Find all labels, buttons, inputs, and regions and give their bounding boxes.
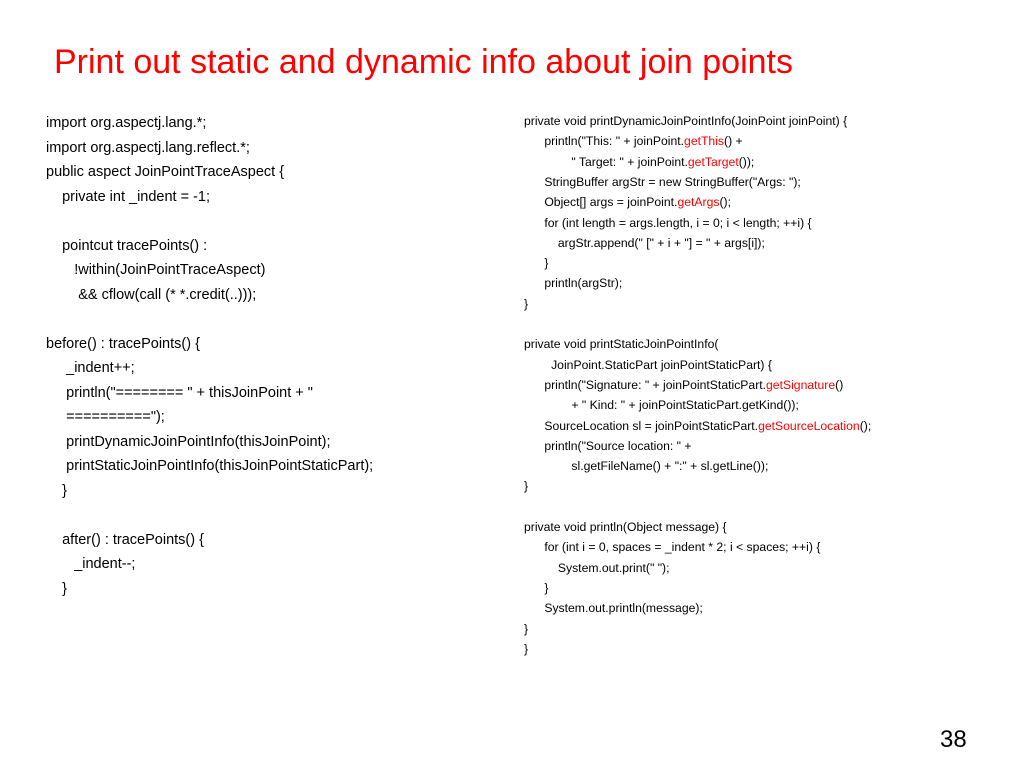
right-code-line: private void printDynamicJoinPointInfo(J…: [524, 112, 847, 130]
page-number: 38: [940, 726, 967, 753]
right-code-line: Object[] args = joinPoint.getArgs();: [524, 193, 731, 211]
code-text: argStr.append(" [" + i + "] = " + args[i…: [524, 235, 765, 250]
right-code-line: println("This: " + joinPoint.getThis() +: [524, 132, 743, 150]
code-text: }: [524, 479, 529, 494]
right-code-line: " Target: " + joinPoint.getTarget());: [524, 153, 754, 171]
code-text: for (int length = args.length, i = 0; i …: [524, 215, 812, 230]
code-text: ());: [738, 154, 755, 169]
left-code-line: }: [46, 482, 67, 499]
code-text: + " Kind: " + joinPointStaticPart.getKin…: [524, 398, 799, 413]
right-code-line: for (int i = 0, spaces = _indent * 2; i …: [524, 538, 820, 556]
left-code-line: pointcut tracePoints() :: [46, 237, 208, 254]
left-code-line: before() : tracePoints() {: [46, 335, 200, 352]
code-text: Object[] args = joinPoint.: [524, 195, 678, 210]
right-code-line: }: [524, 640, 528, 658]
right-code-line: System.out.print(" ");: [524, 559, 670, 577]
right-code-line: SourceLocation sl = joinPointStaticPart.…: [524, 417, 871, 435]
highlighted-method-name: getSignature: [766, 377, 836, 392]
code-text: println("Source location: " +: [524, 438, 692, 453]
left-code-line: _indent++;: [46, 360, 135, 376]
code-text: ();: [859, 418, 872, 433]
code-text: () +: [724, 134, 743, 149]
code-text: private void printDynamicJoinPointInfo(J…: [524, 114, 848, 128]
code-text: (): [835, 377, 844, 392]
left-code-line: !within(JoinPointTraceAspect): [46, 262, 266, 278]
right-code-line: }: [524, 477, 528, 495]
highlighted-method-name: getSourceLocation: [758, 418, 860, 433]
right-code-line: sl.getFileName() + ":" + sl.getLine());: [524, 457, 768, 475]
left-code-line: ==========");: [46, 409, 165, 425]
slide-title: Print out static and dynamic info about …: [54, 43, 793, 81]
right-code-line: + " Kind: " + joinPointStaticPart.getKin…: [524, 396, 799, 414]
left-code-line: import org.aspectj.lang.reflect.*;: [46, 139, 250, 156]
code-text: }: [524, 256, 549, 271]
code-text: private void println(Object message) {: [524, 520, 727, 534]
code-text: println(argStr);: [524, 276, 623, 291]
right-code-line: private void printStaticJoinPointInfo(: [524, 335, 718, 353]
right-code-line: println("Source location: " +: [524, 437, 692, 455]
left-code-line: println("======== " + thisJoinPoint + ": [46, 384, 313, 401]
left-code-line: && cflow(call (* *.credit(..)));: [46, 286, 257, 303]
highlighted-method-name: getArgs: [677, 195, 720, 210]
code-text: " Target: " + joinPoint.: [524, 154, 688, 169]
right-code-line: }: [524, 295, 528, 313]
right-code-line: System.out.println(message);: [524, 599, 703, 617]
code-text: }: [524, 621, 529, 636]
highlighted-method-name: getThis: [684, 134, 725, 149]
code-text: JoinPoint.StaticPart joinPointStaticPart…: [524, 357, 772, 372]
right-code-line: }: [524, 254, 548, 272]
right-code-line: println("Signature: " + joinPointStaticP…: [524, 376, 843, 394]
code-text: SourceLocation sl = joinPointStaticPart.: [524, 418, 759, 433]
code-text: StringBuffer argStr = new StringBuffer("…: [524, 174, 801, 189]
right-code-line: println(argStr);: [524, 274, 622, 292]
code-text: private void printStaticJoinPointInfo(: [524, 337, 719, 352]
code-text: for (int i = 0, spaces = _indent * 2; i …: [524, 540, 821, 555]
left-code-line: printDynamicJoinPointInfo(thisJoinPoint)…: [46, 433, 331, 450]
left-code-line: private int _indent = -1;: [46, 188, 211, 205]
left-code-line: import org.aspectj.lang.*;: [46, 115, 207, 131]
right-code-line: }: [524, 620, 528, 638]
code-text: System.out.println(message);: [524, 601, 703, 616]
code-text: println("This: " + joinPoint.: [524, 134, 685, 149]
right-code-line: argStr.append(" [" + i + "] = " + args[i…: [524, 234, 765, 252]
left-code-line: }: [46, 580, 67, 597]
right-code-line: private void println(Object message) {: [524, 518, 727, 536]
right-code-line: }: [524, 579, 548, 597]
left-code-line: _indent--;: [46, 556, 136, 572]
code-text: }: [524, 296, 529, 311]
code-text: System.out.print(" ");: [524, 560, 670, 575]
right-code-line: StringBuffer argStr = new StringBuffer("…: [524, 173, 801, 191]
right-code-line: for (int length = args.length, i = 0; i …: [524, 214, 812, 232]
code-text: println("Signature: " + joinPointStaticP…: [524, 377, 767, 392]
code-text: sl.getFileName() + ":" + sl.getLine());: [524, 459, 769, 474]
left-code-line: after() : tracePoints() {: [46, 531, 204, 548]
code-text: ();: [719, 195, 731, 210]
left-code-line: printStaticJoinPointInfo(thisJoinPointSt…: [46, 458, 374, 474]
code-text: }: [524, 641, 529, 656]
left-code-line: public aspect JoinPointTraceAspect {: [46, 164, 285, 180]
right-code-line: JoinPoint.StaticPart joinPointStaticPart…: [524, 356, 772, 374]
highlighted-method-name: getTarget: [687, 154, 739, 169]
code-text: }: [524, 580, 549, 595]
